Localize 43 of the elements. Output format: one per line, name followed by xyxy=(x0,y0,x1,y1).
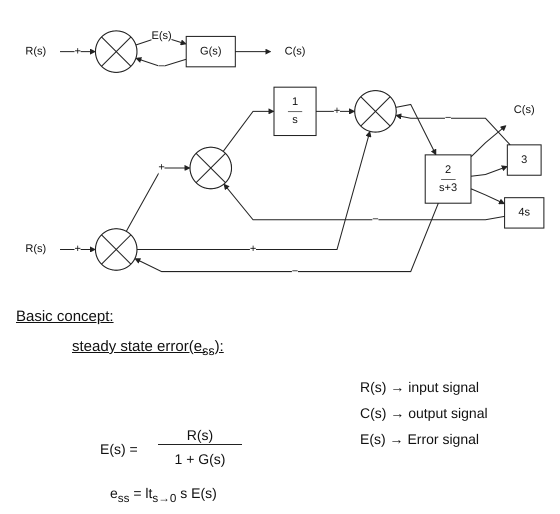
arrow xyxy=(316,108,356,114)
node-text: R(s) xyxy=(25,45,46,58)
edge-label: − xyxy=(444,112,452,124)
equation-text: e$_{ss}$ = lt$_{s→0}$ s E(s) xyxy=(110,484,217,507)
arrow xyxy=(396,104,436,156)
node-box: 4s xyxy=(504,197,544,229)
node-text: R(s) xyxy=(25,243,46,256)
definition-text: C(s) → output signal xyxy=(360,404,488,422)
subheading: steady state error(e$_{ss}$): xyxy=(72,338,224,360)
arrow xyxy=(470,165,508,177)
equation-text: E(s) = xyxy=(100,440,138,458)
node-box: 2 s+3 xyxy=(424,154,472,204)
fraction-denominator: 1 + G(s) xyxy=(174,450,226,468)
edge-label: − xyxy=(292,265,298,278)
edge-label: − xyxy=(372,214,379,226)
arrow xyxy=(222,108,274,152)
edge-label: + xyxy=(74,243,81,256)
fraction-numerator: R(s) xyxy=(158,426,242,445)
definition-text: E(s) → Error signal xyxy=(360,430,480,448)
node-box: G(s) xyxy=(186,36,236,68)
arrow xyxy=(136,57,186,68)
edge-label: + xyxy=(334,105,340,117)
arrow xyxy=(126,164,190,232)
arrow xyxy=(60,246,96,253)
arrow xyxy=(134,203,439,272)
edge-label: − xyxy=(158,60,165,72)
arrow xyxy=(224,184,505,220)
arrow xyxy=(136,131,372,250)
edge-label: + xyxy=(158,162,165,174)
arrow xyxy=(235,48,272,55)
node-box: 3 xyxy=(506,144,542,176)
arrow xyxy=(396,113,511,146)
arrow xyxy=(470,188,505,204)
edge-label: + xyxy=(250,243,256,256)
section-heading: Basic concept: xyxy=(16,308,114,326)
edge-label: + xyxy=(74,45,81,58)
node-text: C(s) xyxy=(514,104,535,116)
arrow xyxy=(470,125,506,158)
edge-label: E(s) xyxy=(151,30,172,42)
node-box: 1 s xyxy=(273,86,317,136)
node-text: C(s) xyxy=(284,45,306,58)
arrow xyxy=(60,48,96,55)
definition-text: R(s) → input signal xyxy=(360,378,480,396)
